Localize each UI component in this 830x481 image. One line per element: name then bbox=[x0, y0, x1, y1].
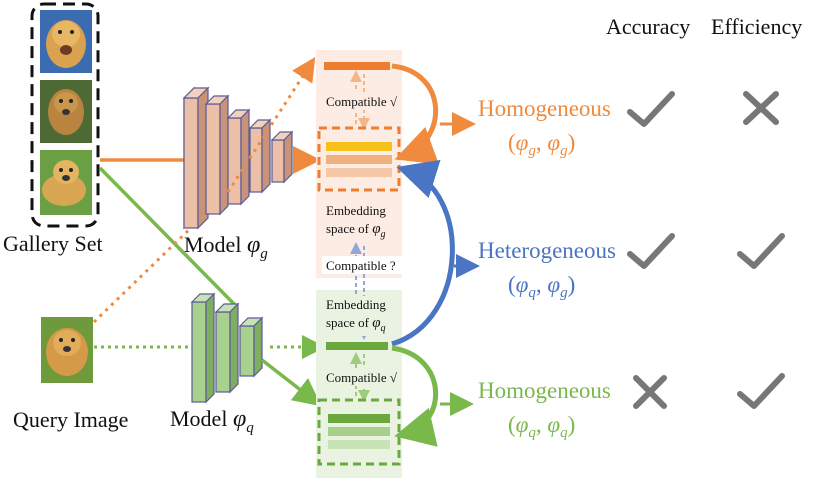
row2-efficiency-check-icon bbox=[737, 233, 785, 269]
gallery-set bbox=[30, 2, 100, 228]
embedding-g-label-line2: space of φg bbox=[326, 221, 386, 240]
compatible-top-label: Compatible √ bbox=[326, 94, 398, 109]
result-row-1: Homogeneous (φg, φg) bbox=[478, 91, 779, 159]
row1-pair: (φg, φg) bbox=[508, 130, 575, 159]
embedding-g-label-line1: Embedding bbox=[326, 203, 386, 218]
model-q-network bbox=[190, 292, 264, 404]
row3-accuracy-cross-icon bbox=[633, 375, 667, 409]
result-row-3: Homogeneous (φq, φq) bbox=[478, 373, 785, 441]
header-accuracy: Accuracy bbox=[606, 14, 690, 39]
row1-name: Homogeneous bbox=[478, 96, 611, 121]
model-q-gallery-output-arrow bbox=[260, 358, 322, 407]
query-image bbox=[41, 317, 93, 383]
model-g-network bbox=[182, 86, 294, 230]
row2-pair: (φq, φg) bbox=[508, 272, 575, 301]
gallery-to-model-q-line bbox=[98, 166, 238, 308]
gallery-image-1 bbox=[40, 10, 92, 73]
query-feature-q bbox=[326, 342, 388, 350]
result-row-2: Heterogeneous (φq, φg) bbox=[478, 233, 785, 301]
gallery-feature-g-2 bbox=[326, 155, 392, 164]
gallery-image-3 bbox=[40, 150, 92, 215]
row3-efficiency-check-icon bbox=[737, 373, 785, 409]
row1-accuracy-check-icon bbox=[627, 91, 675, 127]
model-g-query-output-arrow bbox=[226, 56, 316, 193]
compatible-mid-label: Compatible ? bbox=[326, 258, 396, 273]
gallery-set-label: Gallery Set bbox=[3, 231, 103, 256]
query-image-label: Query Image bbox=[13, 407, 128, 432]
compatible-bottom-bg bbox=[322, 368, 402, 386]
model-q-label: Model φq bbox=[170, 406, 254, 436]
gallery-border bbox=[30, 2, 100, 228]
embedding-q-label-line1: Embedding bbox=[326, 297, 386, 312]
row1-efficiency-cross-icon bbox=[743, 91, 779, 125]
embedding-q-label-bg bbox=[322, 296, 402, 336]
compatible-top-bg bbox=[322, 92, 402, 110]
row2-accuracy-check-icon bbox=[627, 233, 675, 269]
gallery-feature-g-3 bbox=[326, 168, 392, 177]
query-feature-g bbox=[324, 62, 390, 70]
row2-name: Heterogeneous bbox=[478, 238, 616, 263]
compatible-mid-bg bbox=[322, 256, 402, 274]
gallery-image-2 bbox=[40, 80, 92, 143]
heterogeneous-curve bbox=[391, 159, 455, 347]
row3-name: Homogeneous bbox=[478, 378, 611, 403]
header-efficiency: Efficiency bbox=[711, 14, 802, 39]
gallery-feature-g-1 bbox=[326, 142, 392, 151]
compatible-bottom-label: Compatible √ bbox=[326, 370, 398, 385]
homogeneous-q-curve bbox=[391, 345, 438, 447]
gallery-feature-q-1 bbox=[328, 414, 390, 423]
row3-pair: (φq, φq) bbox=[508, 412, 575, 441]
embedding-q-label-line2: space of φq bbox=[326, 315, 386, 334]
gallery-feature-q-3 bbox=[328, 440, 390, 449]
model-g-label: Model φg bbox=[184, 232, 268, 262]
gallery-feature-q-2 bbox=[328, 427, 390, 436]
homogeneous-g-curve bbox=[391, 63, 440, 165]
